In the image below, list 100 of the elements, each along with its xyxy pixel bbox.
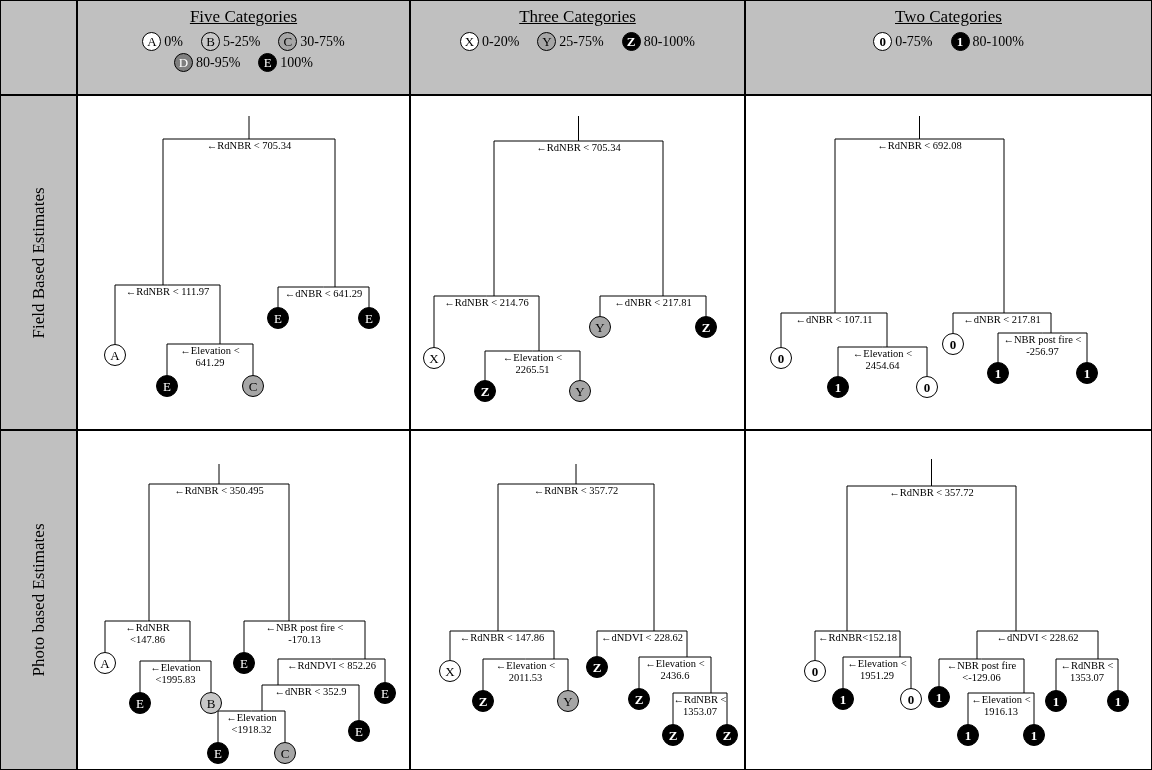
legend-text: 0-20%	[482, 33, 520, 50]
branch-line	[952, 312, 1003, 334]
leaf-circle: 1	[1023, 724, 1045, 746]
leaf-circle: E	[348, 720, 370, 742]
leaf-circle: C	[242, 375, 264, 397]
split-condition: ←RdNBR < 111.97	[115, 285, 220, 298]
branch-line	[304, 620, 366, 660]
split-condition: ←RdNBR < 357.72	[847, 486, 1016, 499]
stem-line	[575, 463, 577, 485]
split-condition: ←dNBR < 217.81	[600, 296, 706, 309]
split-condition: ←RdNBR < 357.72	[498, 484, 654, 497]
branch-line	[976, 630, 1038, 660]
leaf-circle: E	[207, 742, 229, 764]
legend-text: 100%	[280, 54, 313, 71]
table-cell	[77, 95, 410, 430]
table-cell	[745, 430, 1152, 770]
split-condition: ←RdNBR < 350.495	[149, 484, 289, 497]
header-cell	[410, 0, 745, 95]
branch-line	[277, 286, 324, 308]
stem-line	[248, 115, 250, 140]
split-condition: ←Elevation <1918.32	[218, 711, 285, 736]
split-condition: ←Elevation < 1951.29	[843, 657, 911, 682]
row-title: Photo based Estimates	[28, 523, 49, 677]
header-cell	[77, 0, 410, 95]
row-title: Field Based Estimates	[28, 186, 49, 339]
branch-line	[997, 332, 1043, 363]
branch-line	[532, 350, 581, 381]
split-condition: ←dNBR < 107.11	[781, 313, 887, 326]
legend-text: 80-100%	[643, 33, 695, 50]
legend-symbol: E	[258, 53, 278, 72]
branch-line	[699, 692, 728, 725]
table-cell	[77, 430, 410, 770]
leaf-circle: 1	[1107, 690, 1129, 712]
legend-text: 80-100%	[972, 33, 1024, 50]
column-title: Five Categories	[189, 7, 298, 27]
branch-line	[814, 630, 858, 661]
branch-line	[652, 295, 707, 317]
branch-line	[486, 295, 540, 352]
leaf-circle: Y	[569, 380, 591, 402]
branch-line	[167, 284, 221, 345]
stem-line	[578, 115, 579, 142]
split-condition: ←Elevation < 641.29	[167, 344, 253, 369]
branch-line	[251, 710, 286, 743]
leaf-circle: 0	[916, 376, 938, 398]
branch-line	[148, 483, 220, 622]
leaf-circle: Z	[662, 724, 684, 746]
leaf-circle: 0	[770, 347, 792, 369]
branch-line	[484, 350, 533, 381]
branch-line	[310, 684, 360, 721]
legend-symbol: Z	[621, 32, 641, 51]
branch-line	[919, 138, 1005, 314]
split-condition: ←Elevation < 2436.6	[639, 657, 711, 682]
branch-line	[1055, 658, 1088, 691]
branch-line	[147, 620, 191, 662]
leaf-circle: Z	[474, 380, 496, 402]
stem-line	[218, 463, 220, 485]
branch-line	[525, 658, 569, 691]
legend-symbol: 1	[950, 32, 970, 51]
leaf-circle: 0	[900, 688, 922, 710]
branch-line	[218, 483, 290, 622]
branch-line	[641, 630, 688, 658]
leaf-circle: 1	[827, 376, 849, 398]
leaf-circle: A	[104, 344, 126, 366]
branch-line	[497, 483, 577, 632]
legend-symbol: X	[460, 32, 479, 51]
split-condition: ←Elevation < 2265.51	[485, 351, 580, 376]
legend-text: 0-75%	[895, 33, 933, 50]
corner-cell	[0, 0, 77, 95]
legend-symbol: A	[142, 32, 162, 51]
leaf-circle: 1	[928, 686, 950, 708]
branch-line	[449, 630, 503, 661]
split-condition: ←dNBR < 217.81	[953, 313, 1051, 326]
legend-text: 30-75%	[300, 33, 345, 50]
leaf-circle: E	[129, 692, 151, 714]
leaf-circle: 1	[1045, 690, 1067, 712]
leaf-circle: E	[267, 307, 289, 329]
leaf-circle: A	[94, 652, 116, 674]
branch-line	[248, 138, 336, 288]
legend-symbol: D	[174, 53, 193, 72]
legend-text: 5-25%	[223, 33, 261, 50]
branch-line	[857, 630, 901, 658]
leaf-circle: 0	[804, 660, 826, 682]
branch-line	[1086, 658, 1119, 691]
branch-line	[433, 295, 487, 348]
table-cell	[410, 95, 745, 430]
leaf-circle: E	[358, 307, 380, 329]
leaf-circle: 0	[942, 333, 964, 355]
split-condition: ←Elevation <1995.83	[140, 661, 211, 686]
split-condition: ←RdNBR < 692.08	[835, 139, 1004, 152]
branch-line	[1001, 312, 1052, 334]
branch-line	[837, 346, 883, 377]
split-condition: ←dNBR < 352.9	[262, 685, 359, 698]
split-condition: ←NBR post fire < -256.97	[998, 333, 1087, 358]
branch-line	[674, 656, 712, 694]
branch-line	[139, 660, 176, 693]
branch-line	[846, 485, 932, 632]
split-condition: ←NBR post fire < -170.13	[244, 621, 365, 646]
branch-line	[575, 483, 655, 632]
split-condition: ←Elevation < 2011.53	[483, 659, 568, 684]
branch-line	[323, 286, 370, 308]
